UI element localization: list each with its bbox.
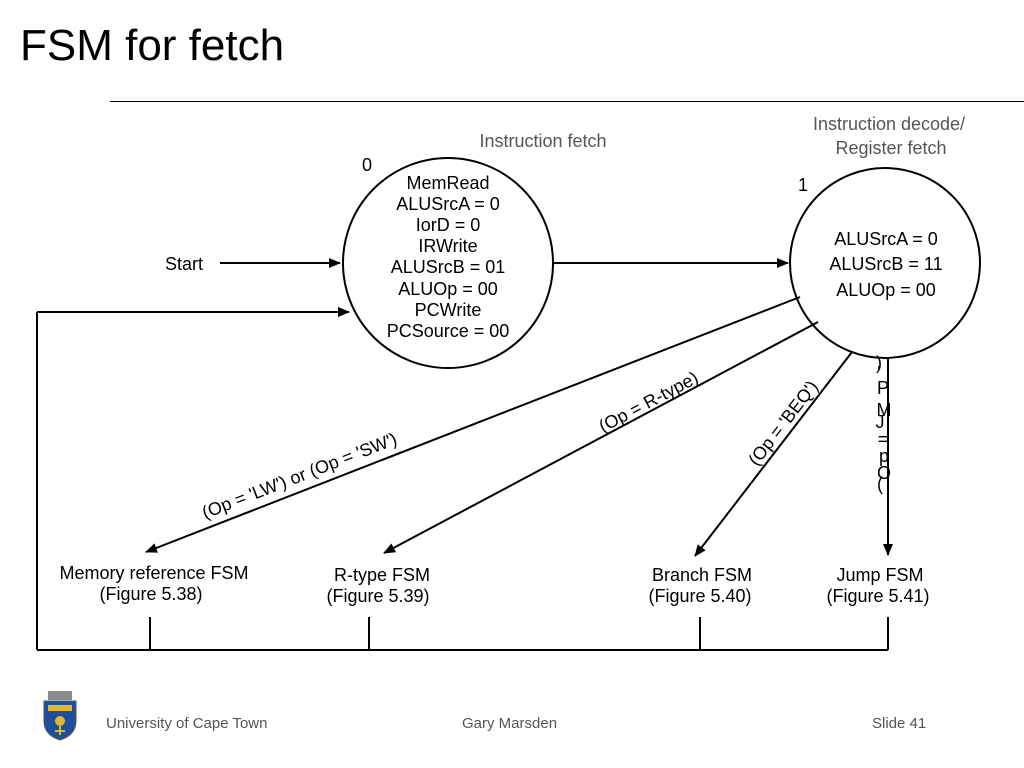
state-1-circle xyxy=(789,167,981,359)
return-path xyxy=(36,307,889,651)
title-divider xyxy=(110,101,1024,102)
jump-char: ( xyxy=(877,474,883,494)
target-memory-figure: (Figure 5.38) xyxy=(99,584,202,604)
jump-char: = xyxy=(878,429,889,449)
footer-author: Gary Marsden xyxy=(462,715,558,732)
state-1: 1 Instruction decode/ Register fetch ALU… xyxy=(789,114,981,359)
target-branch-figure: (Figure 5.40) xyxy=(648,586,751,606)
state-1-line: ALUSrcB = 11 xyxy=(829,254,942,274)
state-0-line: IorD = 0 xyxy=(416,215,481,235)
target-rtype-figure: (Figure 5.39) xyxy=(326,586,429,606)
condition-jump: ( O p = J M P ' ) xyxy=(876,353,892,494)
target-rtype-name: R-type FSM xyxy=(334,565,430,585)
arrow-to-memory-fsm xyxy=(145,296,801,553)
jump-char: J xyxy=(876,412,885,432)
state-0-line: ALUSrcB = 01 xyxy=(391,257,506,277)
state-0-line: MemRead xyxy=(406,173,489,193)
state-0-line: PCWrite xyxy=(415,300,482,320)
condition-memory: (Op = 'LW') or (Op = 'SW') xyxy=(199,429,400,523)
state-1-lines: ALUSrcA = 0 ALUSrcB = 11 ALUOp = 00 xyxy=(829,229,942,300)
slide-title: FSM for fetch xyxy=(20,21,285,70)
state-1-heading: Instruction decode/ xyxy=(813,114,965,134)
state-1-heading: Register fetch xyxy=(835,138,946,158)
jump-char: O xyxy=(877,463,891,483)
jump-char: P xyxy=(877,378,889,398)
state-0-lines: MemRead ALUSrcA = 0 IorD = 0 IRWrite ALU… xyxy=(387,173,510,341)
jump-char: ) xyxy=(876,353,882,373)
arrow-to-rtype-fsm xyxy=(383,321,819,554)
condition-rtype: (Op = R-type) xyxy=(595,367,701,436)
footer-slide-number: Slide 41 xyxy=(872,715,927,732)
state-0-number: 0 xyxy=(362,155,372,175)
start-label: Start xyxy=(165,254,203,274)
target-jump-name: Jump FSM xyxy=(836,565,923,585)
university-crest-logo xyxy=(43,691,77,741)
target-jump-figure: (Figure 5.41) xyxy=(826,586,929,606)
footer-institution: University of Cape Town xyxy=(106,715,268,732)
state-0: 0 Instruction fetch MemRead ALUSrcA = 0 … xyxy=(342,131,607,369)
jump-char: p xyxy=(879,446,889,466)
state-0-line: ALUOp = 00 xyxy=(398,279,498,299)
jump-char: M xyxy=(877,400,892,420)
target-branch-name: Branch FSM xyxy=(652,565,752,585)
state-0-line: PCSource = 00 xyxy=(387,321,510,341)
condition-branch: (Op = 'BEQ') xyxy=(744,377,822,470)
state-1-line: ALUSrcA = 0 xyxy=(834,229,938,249)
state-1-number: 1 xyxy=(798,175,808,195)
state-0-line: ALUSrcA = 0 xyxy=(396,194,500,214)
target-memory-name: Memory reference FSM xyxy=(59,563,248,583)
state-0-heading: Instruction fetch xyxy=(479,131,606,151)
jump-char: ' xyxy=(877,363,880,383)
state-0-line: IRWrite xyxy=(418,236,477,256)
state-1-line: ALUOp = 00 xyxy=(836,280,936,300)
arrow-to-branch-fsm xyxy=(694,351,853,557)
